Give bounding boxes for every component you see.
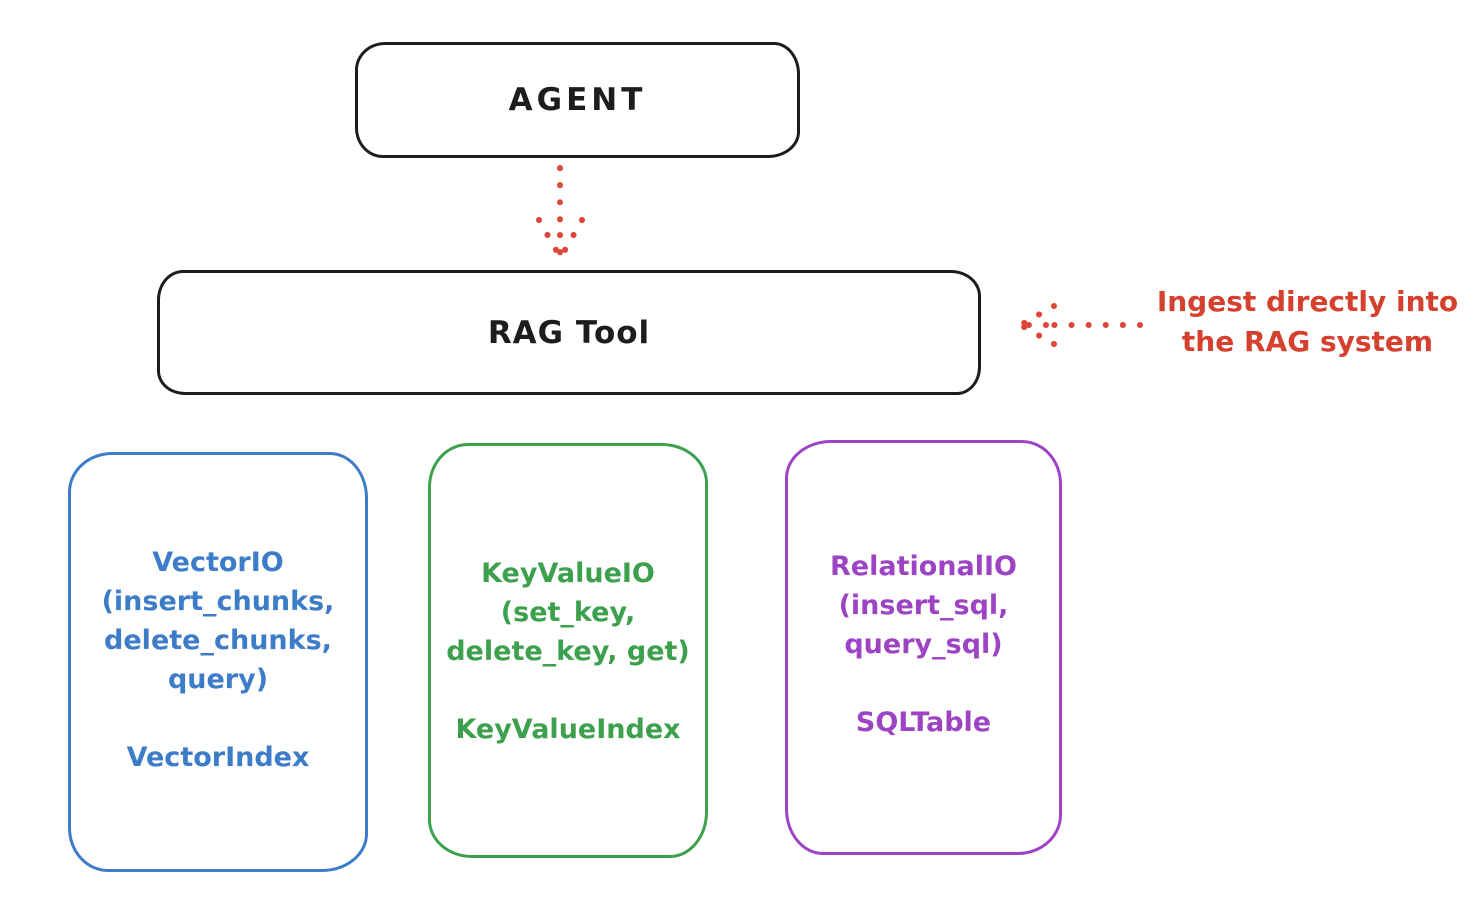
sql-table-label: SQLTable: [855, 707, 992, 738]
agent-label: AGENT: [508, 82, 647, 118]
vector-index-label: VectorIndex: [126, 742, 310, 773]
ingest-annotation-line2: the RAG system: [1181, 325, 1434, 358]
relational-io-methods-line1: (insert_sql,: [838, 590, 1009, 621]
vector-io-methods-line3: query): [167, 664, 269, 695]
rag-tool-label: RAG Tool: [487, 314, 651, 351]
vector-io-methods-line2: delete_chunks,: [104, 625, 332, 656]
ingest-annotation: Ingest directly into the RAG system: [1140, 282, 1475, 362]
keyvalue-io-methods-line1: (set_key,: [500, 597, 636, 628]
agent-box: AGENT: [355, 42, 800, 158]
relational-io-box: RelationalIO (insert_sql, query_sql) SQL…: [785, 440, 1062, 855]
keyvalue-io-methods-line2: delete_key, get): [446, 636, 690, 667]
vector-io-methods-line1: (insert_chunks,: [101, 586, 335, 617]
agent-to-rag-arrow-icon: [536, 165, 585, 269]
vector-io-title: VectorIO: [152, 547, 284, 578]
keyvalue-index-label: KeyValueIndex: [455, 714, 681, 745]
ingest-annotation-line1: Ingest directly into: [1156, 285, 1459, 318]
relational-io-methods-line2: query_sql): [844, 629, 1003, 660]
vector-io-box: VectorIO (insert_chunks, delete_chunks, …: [68, 452, 368, 872]
ingest-to-rag-arrow-icon: [1019, 303, 1143, 347]
relational-io-title: RelationalIO: [830, 551, 1017, 582]
keyvalue-io-title: KeyValueIO: [481, 558, 655, 589]
keyvalue-io-box: KeyValueIO (set_key, delete_key, get) Ke…: [428, 443, 708, 858]
rag-tool-box: RAG Tool: [157, 270, 981, 395]
